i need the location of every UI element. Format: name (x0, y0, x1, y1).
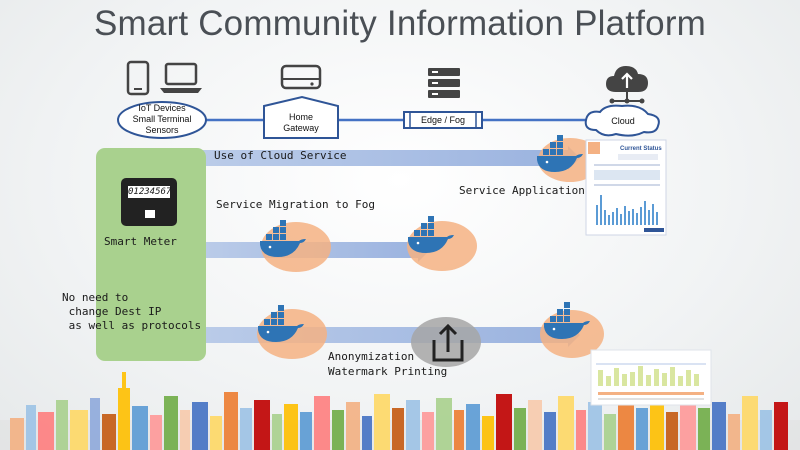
edge-fog-label: Edge / Fog (420, 115, 466, 125)
cloud-label: Cloud (611, 116, 635, 126)
no-need-line-3: as well as protocols (62, 319, 202, 332)
smart-meter-icon (121, 178, 177, 226)
arrow-cloud-service (200, 146, 580, 170)
iot-devices-label: IoT Devices Small Terminal Sensors (118, 103, 206, 136)
edge-fog-node (403, 111, 483, 129)
home-gateway-node (263, 95, 339, 139)
server-rack-icon (428, 68, 460, 98)
service-application-label: Service Application (459, 184, 585, 197)
watermark-chart-screenshot (590, 349, 712, 406)
city-skyline (0, 372, 800, 450)
cloud-upload-icon (606, 66, 648, 104)
use-cloud-label: Use of Cloud Service (214, 149, 347, 162)
no-need-line-2: change Dest IP (62, 305, 162, 318)
slide-title: Smart Community Information Platform (93, 4, 707, 43)
laptop-icon (160, 62, 202, 93)
home-gateway-icon (280, 64, 322, 90)
home-gateway-label: Home Gateway (264, 112, 338, 134)
migration-label: Service Migration to Fog (216, 198, 375, 211)
meter-display: 01234567 (128, 187, 172, 197)
dashboard-screenshot (585, 139, 667, 236)
gateway-line-2: Gateway (283, 123, 319, 133)
dashboard-title: Current Status (620, 146, 662, 152)
anonymization-line-2: Watermark Printing (328, 365, 448, 378)
no-need-label: No need to change Dest IP as well as pro… (62, 291, 201, 333)
cloud-node (584, 104, 660, 137)
iot-line-1: IoT Devices (138, 103, 186, 113)
iot-line-3: Sensors (145, 125, 179, 135)
iot-line-2: Small Terminal (132, 114, 192, 124)
smartphone-icon (126, 60, 150, 96)
export-icon (432, 323, 464, 362)
smart-meter-label: Smart Meter (104, 235, 177, 248)
iot-devices-node (117, 101, 207, 139)
gateway-line-1: Home (288, 112, 313, 122)
anonymization-label: Anonymization Watermark Printing (328, 349, 447, 379)
anonymization-line-1: Anonymization (328, 350, 415, 363)
arrow-anonymization (200, 323, 580, 347)
no-need-line-1: No need to (62, 291, 129, 304)
